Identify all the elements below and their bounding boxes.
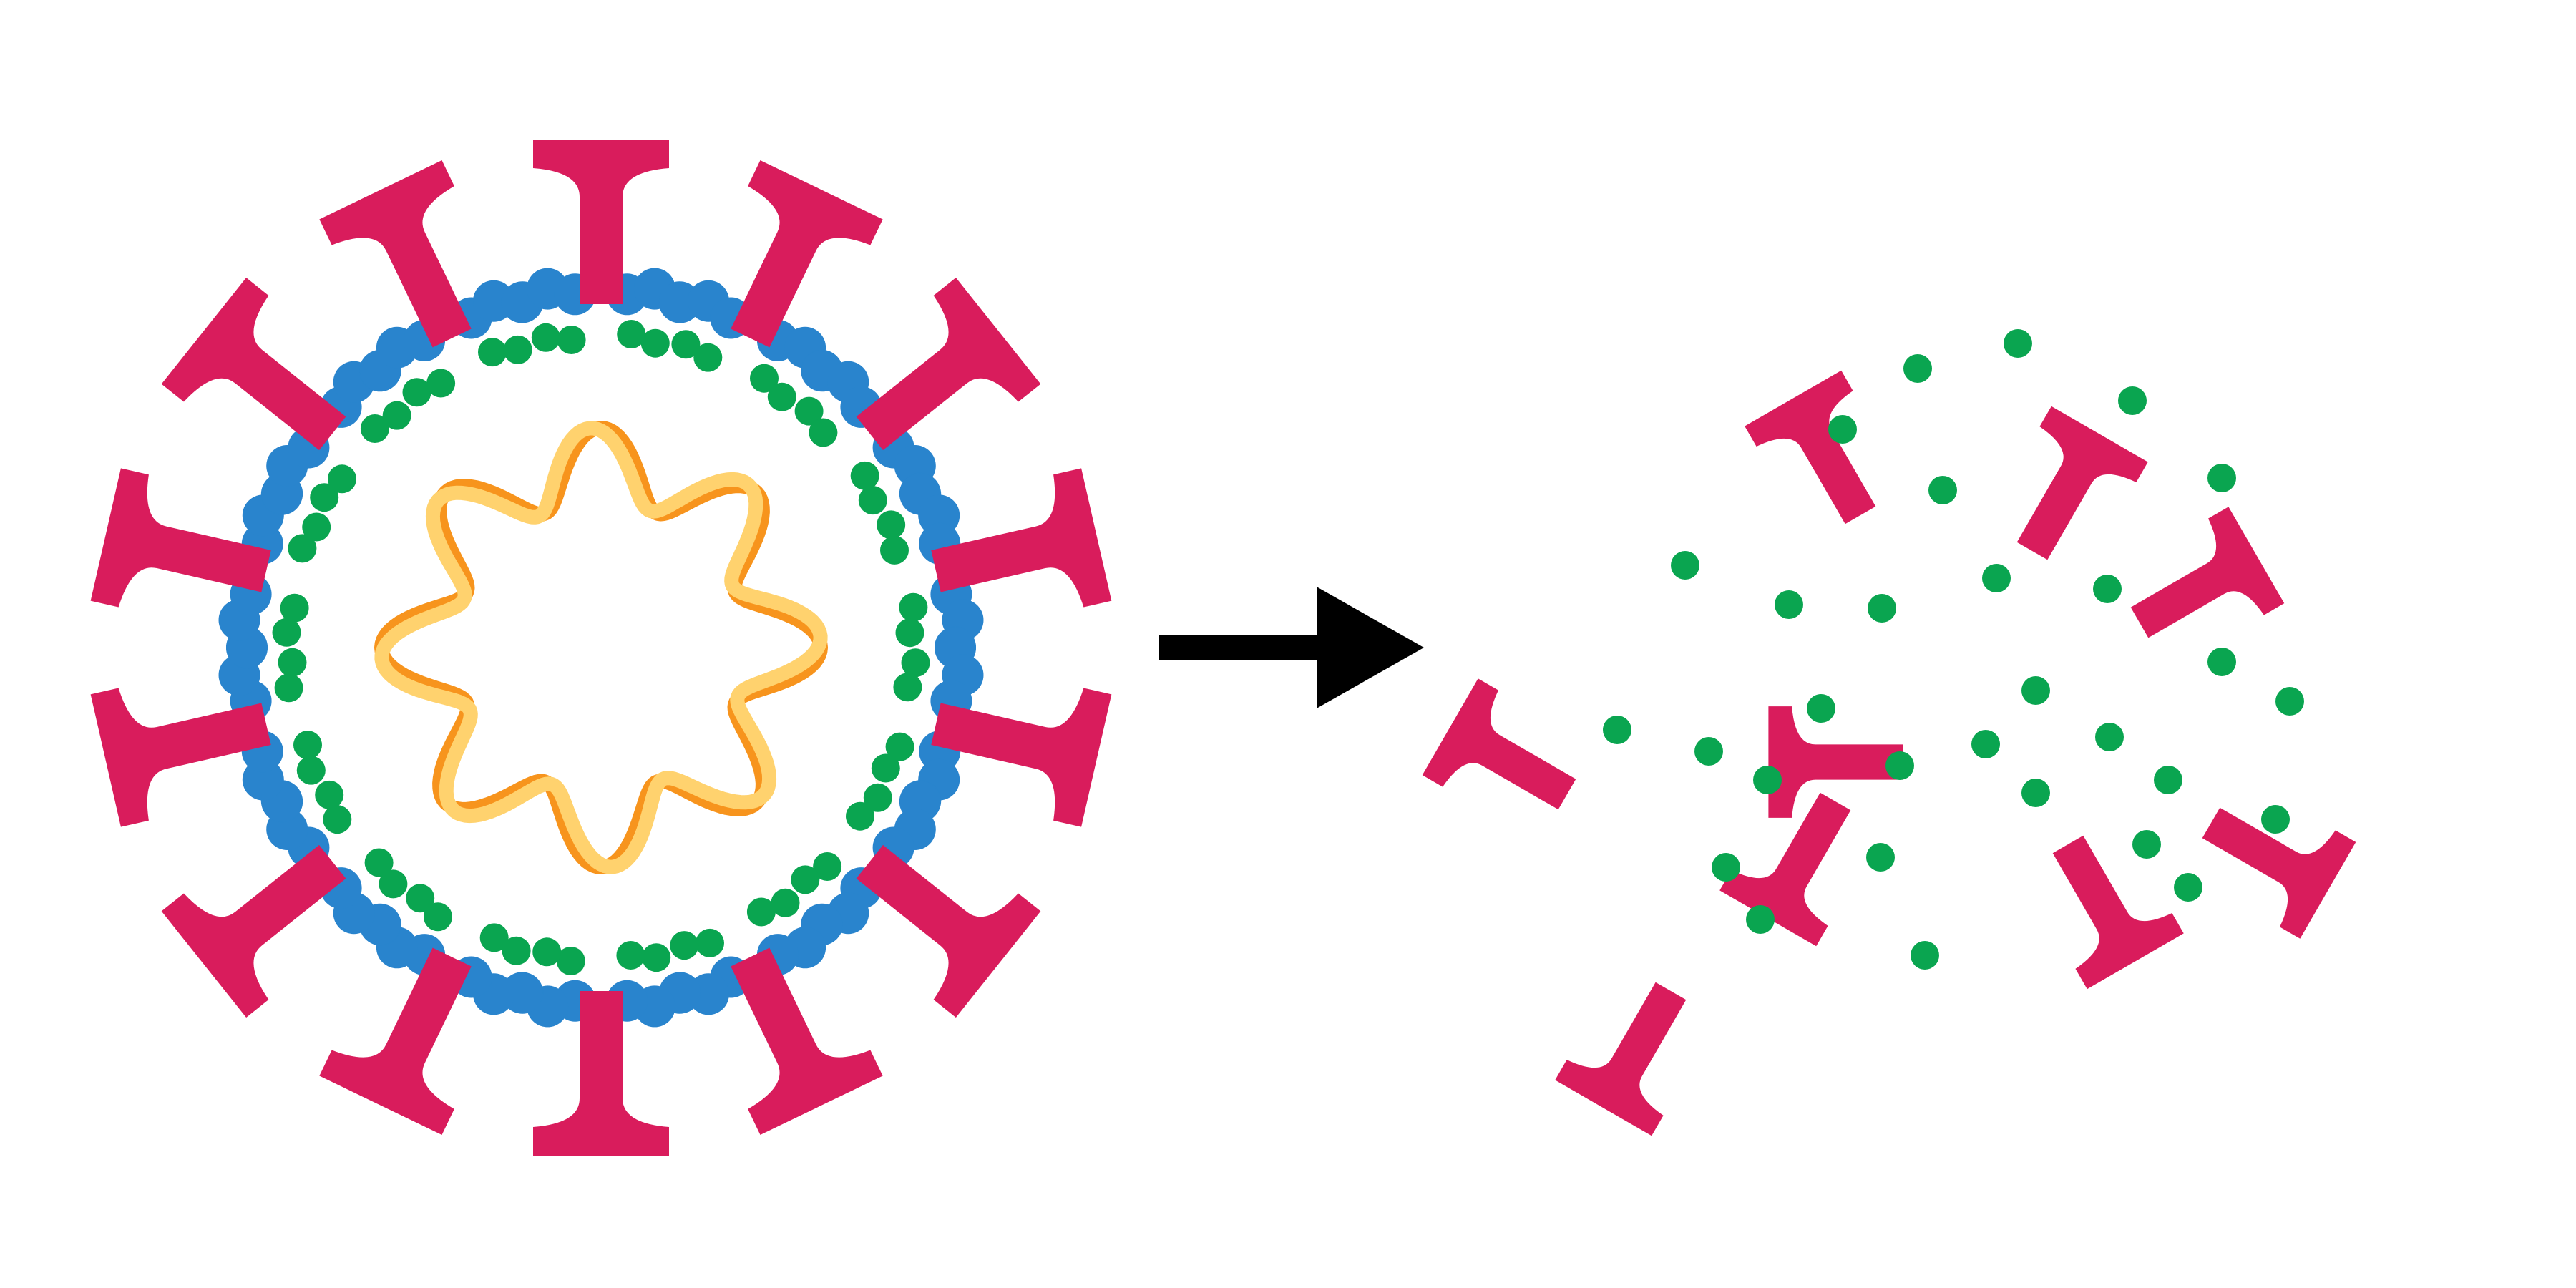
particle — [274, 673, 303, 703]
released-particle — [2174, 873, 2202, 902]
particle — [895, 618, 924, 648]
particle — [328, 464, 356, 494]
intact-virus-particle — [90, 140, 1112, 1156]
released-particle — [1903, 354, 1932, 383]
particle — [503, 335, 532, 364]
released-particle — [1746, 905, 1775, 934]
particle — [880, 535, 909, 565]
released-particle — [2021, 779, 2050, 807]
particle — [616, 941, 645, 970]
released-particle — [2207, 464, 2236, 492]
particle — [899, 592, 928, 622]
particle — [671, 330, 701, 359]
particle — [557, 326, 586, 354]
particle — [364, 848, 394, 877]
released-particle — [1885, 751, 1914, 780]
released-particle — [2261, 805, 2290, 834]
released-particle — [1712, 853, 1740, 882]
particle — [280, 593, 309, 623]
released-particle — [1928, 476, 1957, 504]
released-particle — [1753, 766, 1782, 794]
particle — [426, 369, 456, 398]
released-particles — [1603, 329, 2304, 970]
particle — [813, 852, 842, 881]
particle — [315, 780, 344, 809]
released-particle — [1911, 941, 1939, 970]
released-particle — [2004, 329, 2032, 358]
released-particle — [2275, 687, 2304, 716]
inner-genome-strands — [374, 421, 828, 874]
particle — [532, 937, 562, 967]
particle — [531, 323, 560, 352]
arrow-right-icon — [1159, 587, 1424, 708]
particle — [893, 673, 922, 702]
released-particle — [2093, 575, 2122, 603]
particle — [293, 731, 322, 760]
particle — [750, 364, 779, 393]
disrupted-virus-fragments — [1422, 329, 2356, 1136]
released-particle — [1671, 551, 1699, 580]
particle — [424, 902, 452, 932]
particle — [278, 648, 307, 677]
released-particle — [1866, 843, 1895, 872]
particle — [863, 783, 892, 812]
released-particle — [2132, 830, 2161, 859]
particle — [746, 897, 776, 927]
particle — [272, 618, 301, 647]
particle — [877, 510, 906, 540]
particle — [379, 869, 408, 899]
released-particle — [2207, 648, 2236, 676]
particle — [642, 943, 671, 972]
released-particle — [2021, 676, 2050, 705]
released-particle — [1694, 737, 1723, 766]
arrow-shaft — [1159, 635, 1324, 660]
released-particle — [1971, 730, 2000, 758]
particle — [885, 732, 914, 761]
particle — [696, 928, 724, 957]
particle — [693, 343, 723, 372]
particle — [617, 320, 646, 348]
particle — [556, 947, 585, 975]
arrow-head — [1317, 587, 1424, 708]
released-particle — [2095, 723, 2124, 751]
particle — [850, 461, 879, 490]
released-particle — [2118, 386, 2147, 415]
released-particle — [1807, 694, 1835, 723]
particle — [323, 805, 352, 834]
particle — [794, 396, 824, 426]
particle — [767, 382, 796, 411]
particle — [640, 328, 670, 358]
particle — [846, 801, 874, 831]
released-particle — [1982, 564, 2011, 592]
inner-strand-b — [374, 421, 828, 874]
particle — [478, 338, 507, 367]
particle — [406, 884, 435, 913]
particle — [288, 534, 317, 563]
particle — [479, 923, 509, 952]
particle — [670, 931, 699, 960]
particle — [310, 483, 339, 512]
particle — [296, 756, 326, 785]
particle — [502, 936, 531, 965]
particle — [791, 865, 820, 894]
released-particle — [2154, 766, 2182, 794]
released-particle — [1775, 590, 1803, 619]
particle — [360, 414, 389, 443]
particle — [858, 486, 887, 515]
particle — [901, 648, 930, 678]
particle — [809, 418, 838, 447]
particle — [402, 378, 431, 407]
particle — [382, 401, 411, 430]
released-particle — [1603, 716, 1631, 744]
particle — [871, 753, 900, 783]
particle — [771, 888, 800, 917]
released-particle — [1828, 415, 1857, 444]
particle — [302, 512, 331, 542]
released-particle — [1868, 594, 1896, 623]
